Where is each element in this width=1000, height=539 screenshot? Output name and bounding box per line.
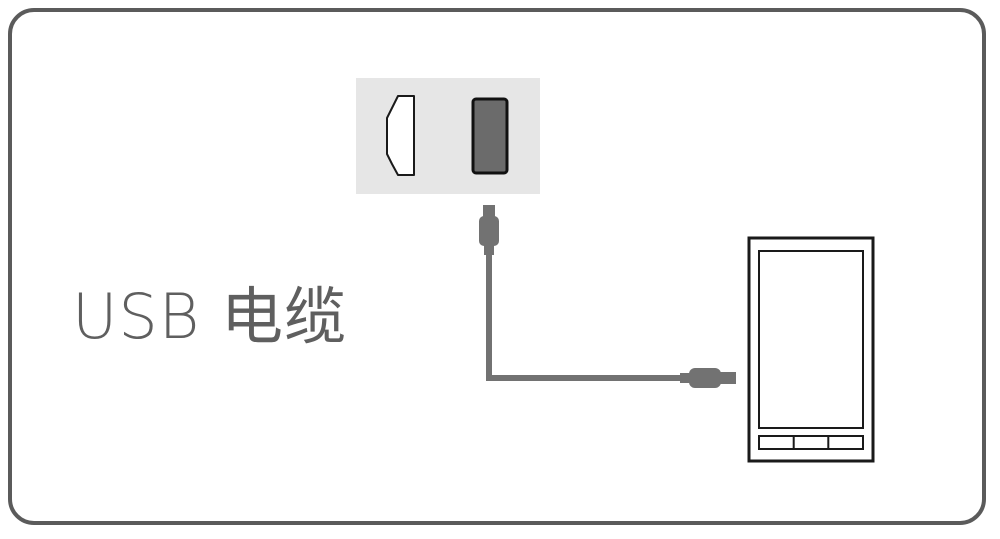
media-player-icon <box>747 236 875 463</box>
usb-cable-line <box>486 254 686 381</box>
usb-plug-right <box>680 368 736 388</box>
hdmi-port-icon <box>386 95 415 176</box>
usb-cable-label: USB 电缆 <box>72 280 348 353</box>
usb-port-icon <box>471 97 509 175</box>
usb-plug-top <box>479 205 499 255</box>
port-panel <box>356 78 540 194</box>
